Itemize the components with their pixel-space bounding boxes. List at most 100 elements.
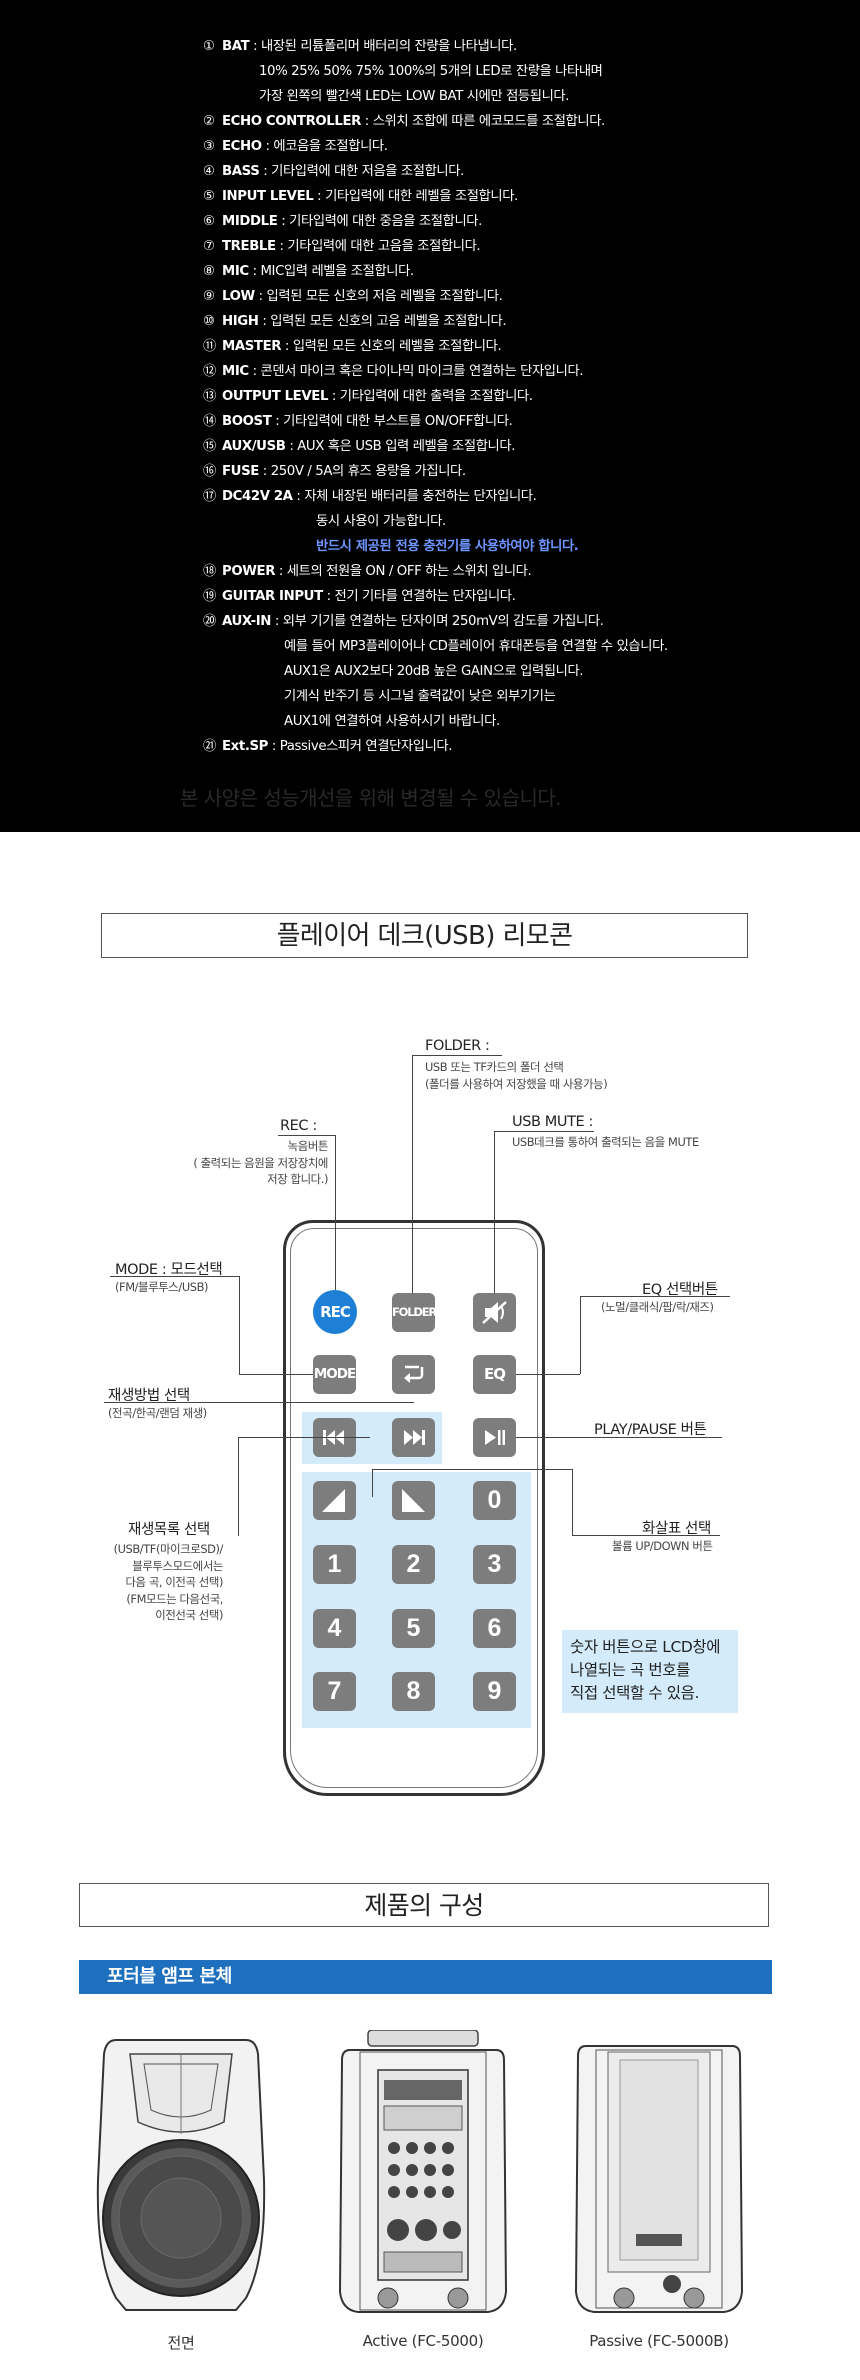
- number-button-5[interactable]: 5: [392, 1609, 435, 1648]
- spec-separator: :: [275, 239, 288, 254]
- number-button-9[interactable]: 9: [473, 1672, 516, 1711]
- spec-separator: :: [292, 489, 305, 504]
- usb-mute-label: USB MUTE :: [512, 1114, 594, 1130]
- spec-separator: :: [259, 164, 272, 179]
- number-button-6[interactable]: 6: [473, 1609, 516, 1648]
- next-button[interactable]: [392, 1418, 435, 1457]
- spec-text: 에코음을 조절합니다.: [273, 139, 388, 154]
- play-pause-button[interactable]: [473, 1418, 516, 1457]
- spec-text: 자체 내장된 배터리를 충전하는 단자입니다.: [304, 489, 537, 504]
- spec-text: AUX1은 AUX2보다 20dB 높은 GAIN으로 입력됩니다.: [284, 664, 584, 679]
- playlist-label: 재생목록 선택: [128, 1522, 210, 1538]
- spec-separator: :: [313, 189, 326, 204]
- spec-text: 기타입력에 대한 중음을 조절합니다.: [289, 214, 482, 229]
- number-button-4[interactable]: 4: [313, 1609, 356, 1648]
- spec-separator: :: [254, 289, 267, 304]
- repeat-icon: [404, 1365, 424, 1383]
- spec-item: 동시 사용이 가능합니다.: [203, 509, 843, 534]
- spec-number: ⑤: [203, 189, 215, 204]
- number-button-1[interactable]: 1: [313, 1545, 356, 1584]
- number-button-2[interactable]: 2: [392, 1545, 435, 1584]
- spec-item: AUX1은 AUX2보다 20dB 높은 GAIN으로 입력됩니다.: [203, 659, 843, 684]
- folder-button[interactable]: FOLDER: [392, 1293, 437, 1332]
- volume-down-button[interactable]: [313, 1481, 356, 1520]
- number-button-3[interactable]: 3: [473, 1545, 516, 1584]
- spec-item: AUX1에 연결하여 사용하시기 바랍니다.: [203, 709, 843, 734]
- spec-separator: :: [271, 614, 283, 629]
- spec-separator: :: [258, 314, 271, 329]
- spec-separator: :: [249, 39, 261, 54]
- spec-separator: :: [261, 139, 274, 154]
- spec-label: AUX-IN: [222, 614, 272, 629]
- spec-text: 기타입력에 대한 고음을 조절합니다.: [287, 239, 481, 254]
- spec-number: ①: [203, 39, 215, 54]
- play-pause-label: PLAY/PAUSE 버튼: [594, 1422, 707, 1438]
- eq-button[interactable]: EQ: [473, 1355, 516, 1394]
- spec-item: 반드시 제공된 전용 충전기를 사용하여야 합니다.: [203, 534, 843, 559]
- spec-label: MIDDLE: [222, 214, 278, 229]
- folder-desc: USB 또는 TF카드의 폴더 선택 (폴더를 사용하여 저장했을 때 사용가능…: [425, 1060, 608, 1091]
- spec-separator: :: [258, 464, 271, 479]
- spec-label: GUITAR INPUT: [222, 589, 323, 604]
- spec-label: MIC: [222, 364, 249, 379]
- spec-label: TREBLE: [222, 239, 276, 254]
- spec-number: ⑯: [203, 464, 216, 479]
- eq-label: EQ 선택버튼: [642, 1282, 718, 1298]
- eq-desc: (노멀/클래식/팝/락/재즈): [601, 1300, 714, 1314]
- spec-separator: :: [322, 589, 335, 604]
- mode-label: MODE : 모드선택: [115, 1262, 223, 1278]
- spec-label: AUX/USB: [222, 439, 286, 454]
- spec-number: ⑭: [203, 414, 216, 429]
- mute-button[interactable]: [473, 1293, 516, 1332]
- spec-text: 기타입력에 대한 부스트를 ON/OFF합니다.: [283, 414, 513, 429]
- spec-text: 기타입력에 대한 레벨을 조절합니다.: [325, 189, 518, 204]
- spec-number: ⑰: [203, 489, 216, 504]
- spec-text: 내장된 리튬폴리머 배터리의 잔량을 나타냅니다.: [261, 39, 517, 54]
- rec-label: REC :: [280, 1118, 317, 1134]
- speaker-active-back-image: [338, 2030, 508, 2313]
- spec-text: 콘덴서 마이크 혹은 다이나믹 마이크를 연결하는 단자입니다.: [260, 364, 584, 379]
- spec-text: MIC입력 레벨을 조절합니다.: [260, 264, 414, 279]
- number-button-0[interactable]: 0: [473, 1481, 516, 1520]
- usb-mute-desc: USB데크를 통하여 출력되는 음을 MUTE: [512, 1135, 699, 1149]
- spec-label: ECHO: [222, 139, 262, 154]
- spec-label: ECHO CONTROLLER: [222, 114, 361, 129]
- speaker-passive-back-image: [574, 2045, 744, 2313]
- spec-text: 반드시 제공된 전용 충전기를 사용하여야 합니다.: [316, 539, 579, 554]
- number-button-7[interactable]: 7: [313, 1672, 356, 1711]
- spec-separator: :: [248, 264, 261, 279]
- spec-label: Ext.SP: [222, 739, 268, 754]
- rec-button[interactable]: REC: [313, 1290, 357, 1334]
- spec-label: MASTER: [222, 339, 282, 354]
- product-section-bar: 포터블 앰프 본체: [79, 1960, 772, 1994]
- repeat-desc: (전곡/한곡/랜덤 재생): [108, 1406, 207, 1420]
- spec-label: INPUT LEVEL: [222, 189, 314, 204]
- spec-separator: :: [268, 739, 280, 754]
- spec-item: 예를 들어 MP3플레이어나 CD플레이어 휴대폰등을 연결할 수 있습니다.: [203, 634, 843, 659]
- spec-number: ⑪: [203, 339, 216, 354]
- spec-text: Passive스피커 연결단자입니다.: [279, 739, 453, 754]
- spec-label: POWER: [222, 564, 276, 579]
- spec-label: BAT: [222, 39, 250, 54]
- volume-up-button[interactable]: [392, 1481, 435, 1520]
- spec-number: ③: [203, 139, 215, 154]
- caption-front: 전면: [167, 2334, 195, 2352]
- repeat-button[interactable]: [392, 1355, 435, 1394]
- spec-number: ⑱: [203, 564, 216, 579]
- spec-number: ㉑: [203, 739, 216, 754]
- volume-up-icon: [402, 1489, 425, 1512]
- caption-passive: Passive (FC-5000B): [589, 2332, 729, 2350]
- spec-number: ④: [203, 164, 215, 179]
- mode-button[interactable]: MODE: [313, 1355, 356, 1394]
- spec-item: ⑤ INPUT LEVEL : 기타입력에 대한 레벨을 조절합니다.: [203, 184, 843, 209]
- spec-number: ⑬: [203, 389, 216, 404]
- volume-label: 화살표 선택: [642, 1521, 711, 1537]
- folder-label: FOLDER :: [425, 1038, 490, 1054]
- number-button-8[interactable]: 8: [392, 1672, 435, 1711]
